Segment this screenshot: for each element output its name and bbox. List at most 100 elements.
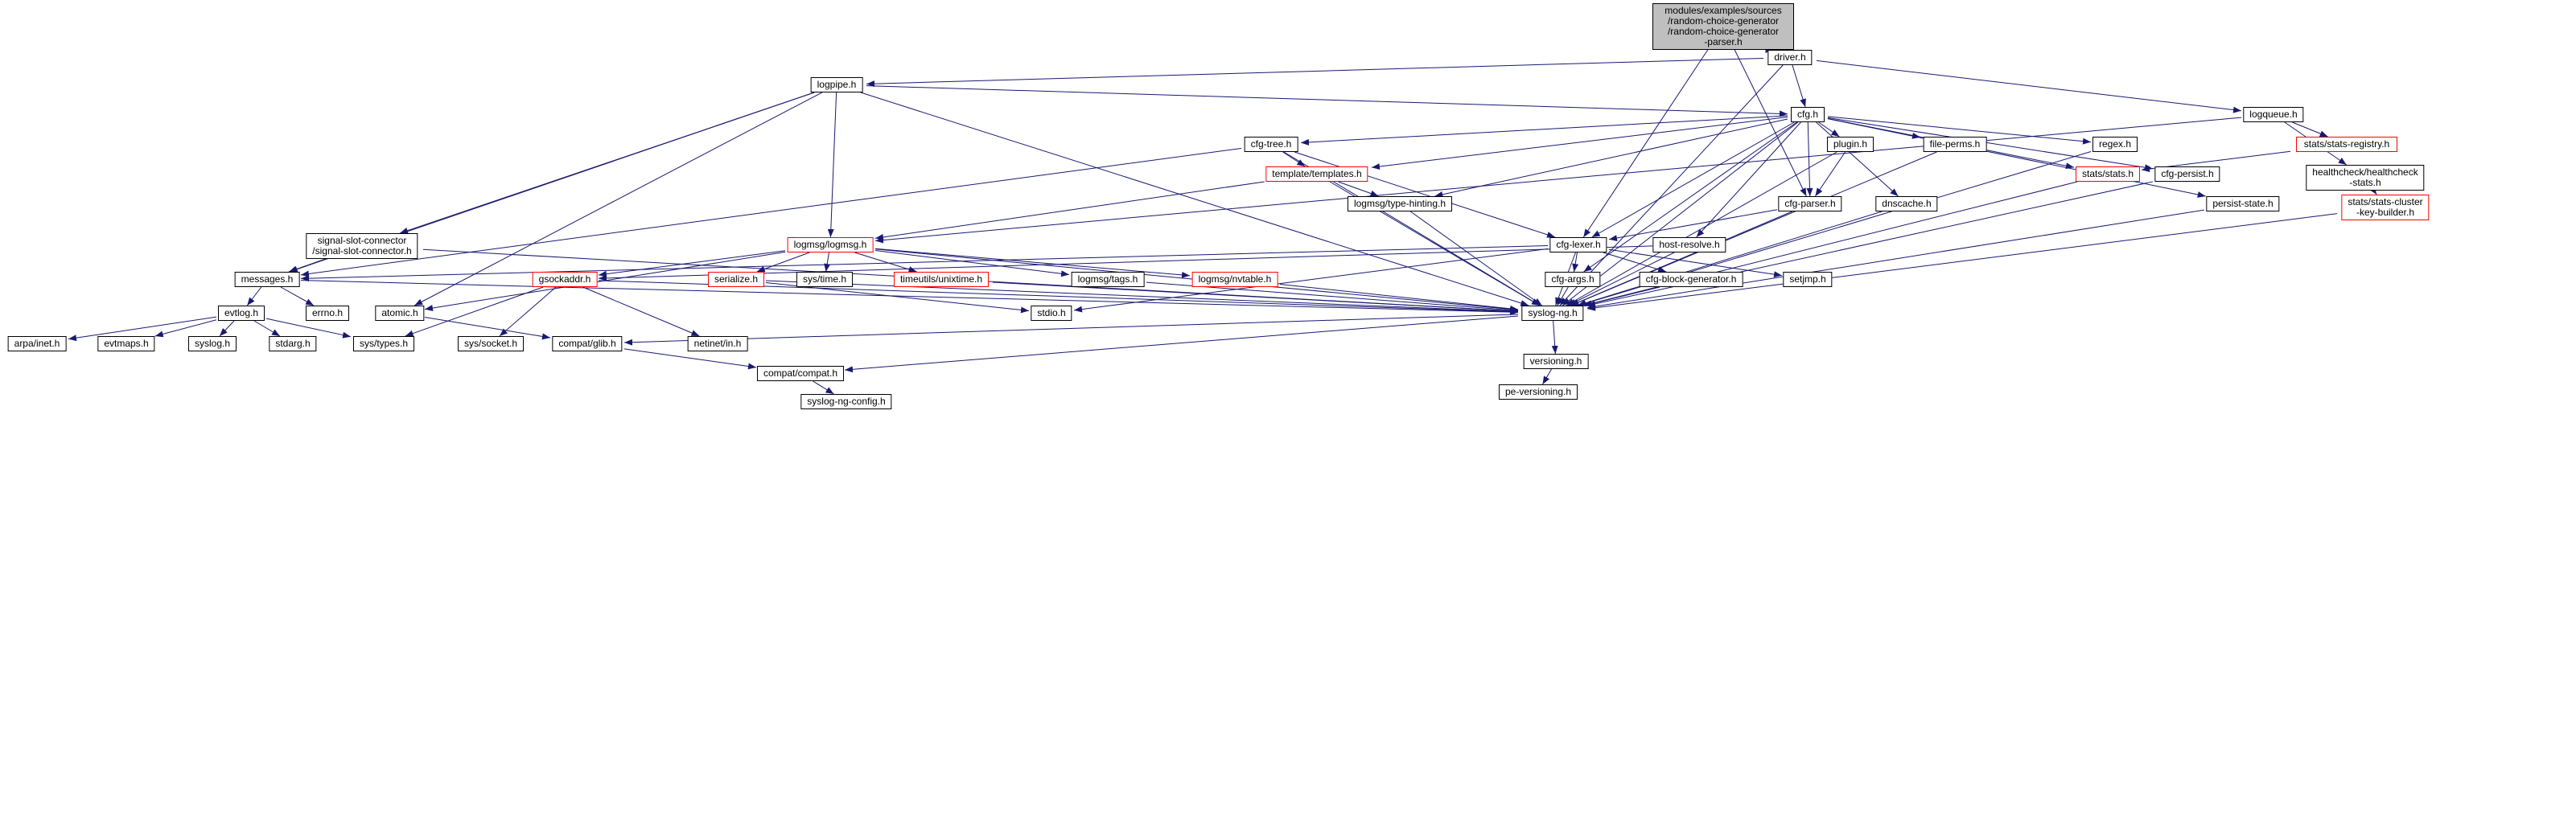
graph-node-root[interactable]: modules/examples/sources/random-choice-g… [1652, 3, 1794, 50]
graph-node-stats_registry_h[interactable]: stats/stats-registry.h [2296, 137, 2397, 152]
graph-node-cfg_persist_h[interactable]: cfg-persist.h [2154, 166, 2220, 182]
graph-node-stdarg_h[interactable]: stdarg.h [269, 336, 317, 351]
graph-node-host_resolve_h[interactable]: host-resolve.h [1652, 237, 1726, 252]
graph-node-sys_socket_h[interactable]: sys/socket.h [457, 336, 525, 351]
graph-node-sys_time_h[interactable]: sys/time.h [796, 272, 854, 287]
graph-node-setjmp_h[interactable]: setjmp.h [1783, 272, 1833, 287]
include-edge-templates_h-to-logmsg_h [874, 181, 1265, 240]
graph-node-label: timeutils/unixtime.h [899, 273, 983, 285]
graph-node-cfg_tree_h[interactable]: cfg-tree.h [1244, 137, 1298, 152]
include-edge-logmsg_h-to-tags_h [874, 249, 1070, 277]
graph-node-tags_h[interactable]: logmsg/tags.h [1071, 272, 1145, 287]
include-edge-logmsg_h-to-serialize_h [756, 252, 810, 273]
include-edge-cfg_lexer_h-to-cfg_block_gen_h [1603, 252, 1667, 273]
graph-node-evtlog_h[interactable]: evtlog.h [217, 306, 265, 321]
graph-node-label: /random-choice-generator [1667, 15, 1780, 27]
graph-node-stats_h[interactable]: stats/stats.h [2075, 166, 2141, 182]
include-edge-cfg_lexer_h-to-setjmp_h [1608, 248, 1783, 278]
graph-node-label: arpa/inet.h [14, 338, 60, 349]
graph-node-cfg_args_h[interactable]: cfg-args.h [1545, 272, 1601, 287]
graph-node-arpa_inet_h[interactable]: arpa/inet.h [7, 336, 67, 351]
include-edge-cfg_h-to-dnscache_h [1816, 121, 1899, 197]
graph-node-templates_h[interactable]: template/templates.h [1265, 166, 1368, 182]
graph-node-label: -stats.h [2349, 177, 2381, 188]
include-edge-logqueue_h-to-stats_registry_h [2292, 121, 2328, 138]
graph-node-atomic_h[interactable]: atomic.h [375, 306, 425, 321]
include-edge-logpipe_h-to-atomic_h [414, 92, 823, 306]
include-edge-evtlog_h-to-sys_types_h [265, 318, 352, 339]
graph-node-label: regex.h [2098, 138, 2132, 150]
include-edge-cfg_h-to-plugin_h [1818, 121, 1840, 138]
include-edge-driver_h-to-syslog_ng_h [1559, 64, 1784, 306]
graph-node-syslog_ng_config_h[interactable]: syslog-ng-config.h [800, 394, 892, 409]
include-edge-driver_h-to-logpipe_h [866, 57, 1764, 88]
graph-node-gsockaddr_h[interactable]: gsockaddr.h [532, 272, 598, 287]
include-edge-templates_h-to-type_hinting_h [1338, 181, 1379, 197]
include-edge-plugin_h-to-syslog_ng_h [1566, 151, 1837, 306]
graph-node-regex_h[interactable]: regex.h [2092, 137, 2138, 152]
graph-node-nvtable_h[interactable]: logmsg/nvtable.h [1191, 272, 1278, 287]
include-edge-cfg_h-to-cfg_tree_h [1300, 115, 1788, 146]
graph-node-plugin_h[interactable]: plugin.h [1826, 137, 1874, 152]
graph-node-label: plugin.h [1833, 138, 1868, 150]
graph-node-logpipe_h[interactable]: logpipe.h [810, 77, 863, 92]
graph-node-persist_state_h[interactable]: persist-state.h [2206, 196, 2280, 211]
include-edge-type_hinting_h-to-syslog_ng_h [1409, 211, 1543, 306]
graph-node-versioning_h[interactable]: versioning.h [1523, 354, 1589, 369]
include-edge-messages_h-to-errno_h [280, 286, 315, 306]
include-edge-stats_cluster_kb_h-to-syslog_ng_h [1586, 213, 2338, 311]
graph-node-label: gsockaddr.h [538, 273, 591, 285]
graph-node-label: evtlog.h [224, 307, 259, 318]
graph-node-type_hinting_h[interactable]: logmsg/type-hinting.h [1347, 196, 1453, 211]
graph-node-cfg_block_gen_h[interactable]: cfg-block-generator.h [1639, 272, 1743, 287]
include-edge-driver_h-to-cfg_h [1792, 64, 1806, 108]
include-edge-cfg_h-to-cfg_lexer_h [1591, 121, 1795, 238]
graph-node-evtmaps_h[interactable]: evtmaps.h [97, 336, 155, 351]
graph-node-serialize_h[interactable]: serialize.h [707, 272, 765, 287]
graph-node-compat_glib_h[interactable]: compat/glib.h [552, 336, 623, 351]
graph-node-logqueue_h[interactable]: logqueue.h [2243, 107, 2304, 122]
include-edge-cfg_h-to-type_hinting_h [1434, 118, 1788, 198]
graph-node-label: sys/socket.h [463, 338, 518, 349]
graph-node-netinet_in_h[interactable]: netinet/in.h [687, 336, 748, 351]
include-edge-gsockaddr_h-to-sys_types_h [405, 286, 544, 337]
graph-node-label: persist-state.h [2212, 198, 2274, 209]
graph-node-label: syslog.h [194, 338, 231, 349]
graph-node-label: driver.h [1774, 51, 1806, 63]
graph-node-stdio_h[interactable]: stdio.h [1031, 306, 1072, 321]
graph-node-cfg_h[interactable]: cfg.h [1790, 107, 1825, 122]
graph-node-label: -parser.h [1704, 36, 1743, 47]
graph-node-messages_h[interactable]: messages.h [234, 272, 300, 287]
include-edge-logmsg_h-to-gsockaddr_h [598, 250, 786, 277]
graph-node-file_perms_h[interactable]: file-perms.h [1923, 137, 1987, 152]
graph-node-driver_h[interactable]: driver.h [1767, 50, 1813, 65]
graph-node-cfg_parser_h[interactable]: cfg-parser.h [1778, 196, 1842, 211]
graph-node-errno_h[interactable]: errno.h [305, 306, 350, 321]
graph-node-label: syslog-ng-config.h [807, 396, 886, 407]
graph-node-label: healthcheck/healthcheck [2312, 166, 2418, 178]
graph-node-label: serialize.h [714, 273, 759, 285]
include-edge-cfg_parser_h-to-cfg_lexer_h [1608, 209, 1778, 241]
graph-node-pe_versioning_h[interactable]: pe-versioning.h [1498, 384, 1578, 400]
graph-node-compat_compat_h[interactable]: compat/compat.h [756, 366, 845, 381]
include-edge-syslog_ng_h-to-versioning_h [1551, 320, 1558, 355]
graph-node-syslog_ng_h[interactable]: syslog-ng.h [1521, 306, 1584, 321]
graph-node-syslog_h[interactable]: syslog.h [187, 336, 237, 351]
include-edge-versioning_h-to-pe_versioning_h [1542, 368, 1552, 385]
graph-node-dnscache_h[interactable]: dnscache.h [1875, 196, 1938, 211]
graph-node-healthcheck_stats_h[interactable]: healthcheck/healthcheck-stats.h [2306, 165, 2425, 191]
include-edge-cfg_tree_h-to-cfg_lexer_h [1294, 151, 1556, 238]
graph-node-label: -key-builder.h [2356, 207, 2415, 218]
include-edge-messages_h-to-evtlog_h [246, 286, 262, 306]
graph-node-sys_types_h[interactable]: sys/types.h [352, 336, 415, 351]
graph-node-logmsg_h[interactable]: logmsg/logmsg.h [787, 237, 874, 252]
graph-node-unixtime_h[interactable]: timeutils/unixtime.h [893, 272, 990, 287]
include-edge-logmsg_h-to-sys_time_h [824, 252, 831, 273]
graph-node-stats_cluster_kb_h[interactable]: stats/stats-cluster-key-builder.h [2341, 195, 2430, 220]
graph-node-label: atomic.h [381, 307, 418, 318]
graph-node-label: /random-choice-generator [1667, 26, 1780, 37]
graph-node-ssc_h[interactable]: signal-slot-connector/signal-slot-connec… [306, 233, 418, 259]
include-edge-host_resolve_h-to-gsockaddr_h [598, 245, 1653, 281]
graph-node-cfg_lexer_h[interactable]: cfg-lexer.h [1549, 237, 1607, 252]
